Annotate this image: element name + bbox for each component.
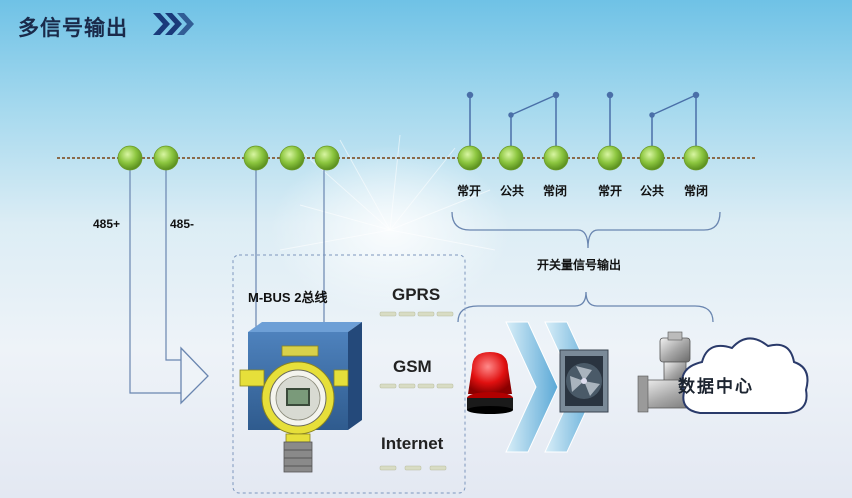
label-internet: Internet — [381, 434, 444, 453]
label-485-plus: 485+ — [93, 217, 121, 231]
label-relay-com-2: 公共 — [640, 184, 665, 198]
node-relay-no-1 — [457, 145, 483, 171]
node-relay-nc-2 — [683, 145, 709, 171]
output-brace — [457, 291, 714, 323]
double-chevron-right-icon — [153, 13, 194, 35]
node-relay-com-1 — [498, 145, 524, 171]
relay-contacts — [466, 91, 700, 158]
input-triangle — [180, 346, 209, 405]
node-mbus-3 — [314, 145, 340, 171]
node-485-minus — [153, 145, 179, 171]
node-mbus-1 — [243, 145, 269, 171]
label-relay-no-2: 常开 — [598, 184, 623, 198]
relay-brace — [451, 211, 721, 249]
label-switch-output: 开关量信号输出 — [537, 258, 622, 272]
exhaust-fan — [559, 349, 609, 413]
label-485-minus: 485- — [170, 217, 195, 231]
node-mbus-2 — [279, 145, 305, 171]
label-relay-nc-1: 常闭 — [543, 184, 568, 198]
signal-wires — [129, 158, 325, 394]
node-relay-nc-1 — [543, 145, 569, 171]
light-burst — [270, 134, 510, 315]
node-485-plus — [117, 145, 143, 171]
label-gprs: GPRS — [392, 285, 441, 304]
gas-detector — [239, 345, 349, 473]
page-title: 多信号输出 — [18, 17, 128, 40]
label-gsm: GSM — [393, 357, 432, 376]
device-group-box — [232, 254, 466, 494]
data-center-cloud — [681, 337, 809, 414]
node-relay-com-2 — [639, 145, 665, 171]
alarm-lamp — [467, 352, 513, 414]
signal-dashes — [379, 311, 454, 471]
label-data-center: 数据中心 — [678, 377, 754, 396]
label-relay-nc-2: 常闭 — [684, 184, 709, 198]
node-relay-no-2 — [597, 145, 623, 171]
label-relay-no-1: 常开 — [457, 184, 482, 198]
label-mbus: M-BUS 2总线 — [248, 290, 328, 305]
bus-nodes — [117, 145, 709, 171]
label-relay-com-1: 公共 — [500, 184, 525, 198]
